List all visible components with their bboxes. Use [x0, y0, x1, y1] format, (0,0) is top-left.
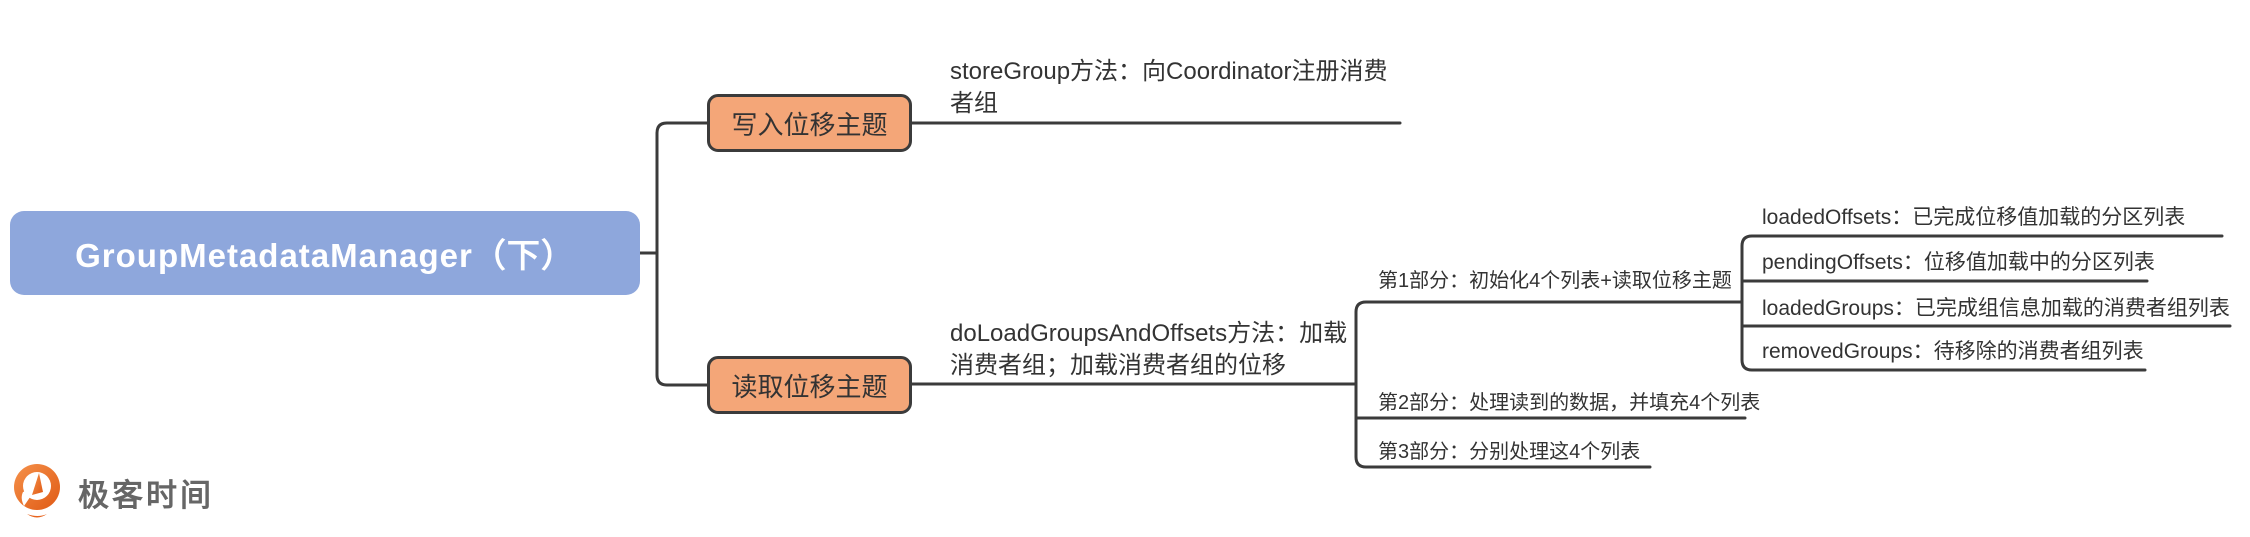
label-loadedgroups: loadedGroups：已完成组信息加载的消费者组列表: [1762, 297, 2230, 320]
topic-node-write-offsets[interactable]: 写入位移主题: [707, 94, 912, 152]
label-part-3: 第3部分：分别处理这4个列表: [1378, 441, 1641, 463]
geektime-logo: 极客时间: [12, 462, 214, 524]
label-part-2: 第2部分：处理读到的数据，并填充4个列表: [1378, 392, 1761, 414]
root-node-label: GroupMetadataManager（下）: [75, 237, 575, 274]
label-loadedoffsets: loadedOffsets：已完成位移值加载的分区列表: [1762, 206, 2186, 229]
label-storegroup-method: storeGroup方法：向Coordinator注册消费者组: [950, 58, 1388, 117]
topic-node-read-offsets[interactable]: 读取位移主题: [707, 356, 912, 414]
label-removedgroups: removedGroups：待移除的消费者组列表: [1762, 340, 2144, 363]
geektime-logo-icon: [14, 464, 60, 518]
topic-node-write-label: 写入位移主题: [731, 109, 888, 140]
label-part-1: 第1部分：初始化4个列表+读取位移主题: [1378, 270, 1732, 292]
topic-node-read-label: 读取位移主题: [731, 371, 888, 402]
root-node-groupmetadatamanager[interactable]: GroupMetadataManager（下）: [10, 211, 640, 295]
label-doloadgroupsandoffsets-method: doLoadGroupsAndOffsets方法：加载消费者组；加载消费者组的位…: [950, 320, 1348, 379]
label-pendingoffsets: pendingOffsets：位移值加载中的分区列表: [1762, 251, 2155, 274]
geektime-logo-text: 极客时间: [78, 477, 214, 513]
